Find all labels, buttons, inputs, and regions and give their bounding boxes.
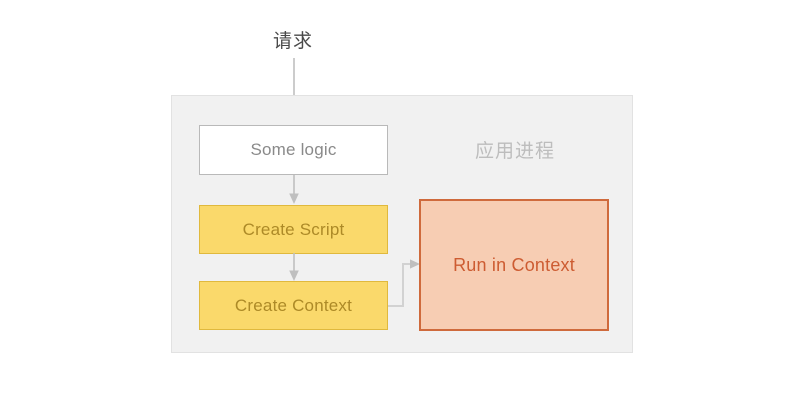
node-create-script[interactable]: Create Script bbox=[199, 205, 388, 254]
entry-label: 请求 bbox=[272, 31, 313, 52]
node-create-context-label: Create Context bbox=[234, 295, 353, 315]
application-process-label: 应用进程 bbox=[474, 141, 555, 162]
node-run-in-context-label: Run in Context bbox=[453, 254, 575, 275]
node-some-logic-label: Some logic bbox=[250, 140, 337, 159]
node-create-script-label: Create Script bbox=[242, 219, 345, 239]
node-create-context[interactable]: Create Context bbox=[199, 281, 388, 330]
node-run-in-context[interactable]: Run in Context bbox=[419, 199, 609, 331]
node-some-logic[interactable]: Some logic bbox=[199, 125, 388, 175]
